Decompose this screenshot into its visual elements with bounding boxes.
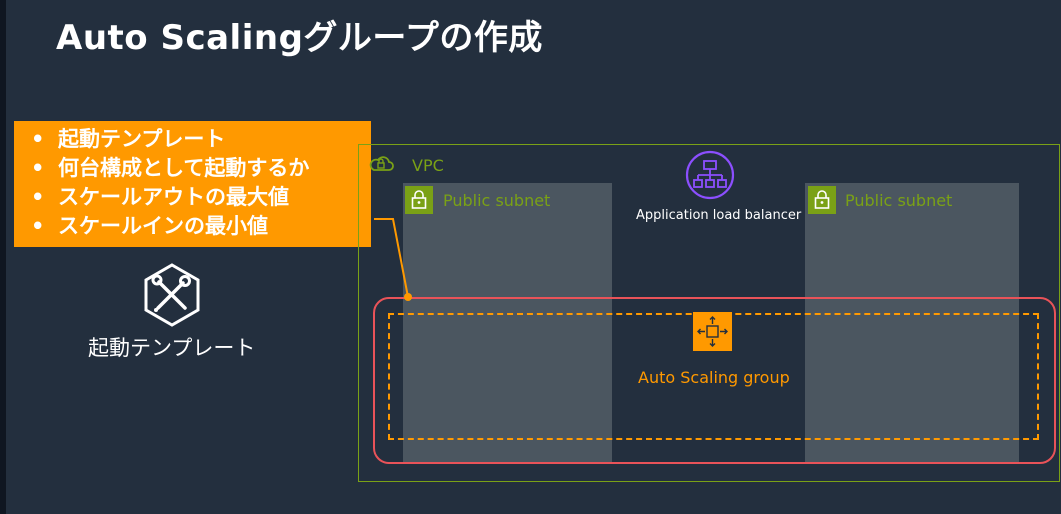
callout-item: スケールアウトの最大値	[28, 183, 371, 212]
public-subnet-2	[805, 183, 1019, 464]
asg-label: Auto Scaling group	[638, 368, 790, 387]
vpc-label: VPC	[412, 156, 444, 175]
lock-icon	[808, 186, 836, 214]
launch-template-label: 起動テンプレート	[88, 336, 256, 360]
callout-item: 起動テンプレート	[28, 125, 371, 154]
load-balancer-icon	[685, 150, 735, 200]
callout-item: 何台構成として起動するか	[28, 154, 371, 183]
callout-list: 起動テンプレート 何台構成として起動するか スケールアウトの最大値 スケールイン…	[28, 125, 371, 241]
slide-left-border	[0, 0, 6, 514]
vpc-cloud-icon	[369, 156, 394, 171]
subnet-label: Public subnet	[443, 191, 551, 210]
subnet-label: Public subnet	[845, 191, 953, 210]
alb-label: Application load balancer	[636, 208, 802, 223]
callout-item: スケールインの最小値	[28, 212, 371, 241]
slide-title: Auto Scalingグループの作成	[56, 18, 543, 58]
auto-scaling-icon	[693, 312, 732, 351]
lock-icon	[405, 186, 433, 214]
callout-box: 起動テンプレート 何台構成として起動するか スケールアウトの最大値 スケールイン…	[14, 121, 371, 247]
vpc-boundary	[358, 144, 1060, 482]
asg-highlight-box	[373, 297, 1056, 464]
launch-template-icon	[144, 263, 200, 327]
public-subnet-1	[403, 183, 612, 464]
